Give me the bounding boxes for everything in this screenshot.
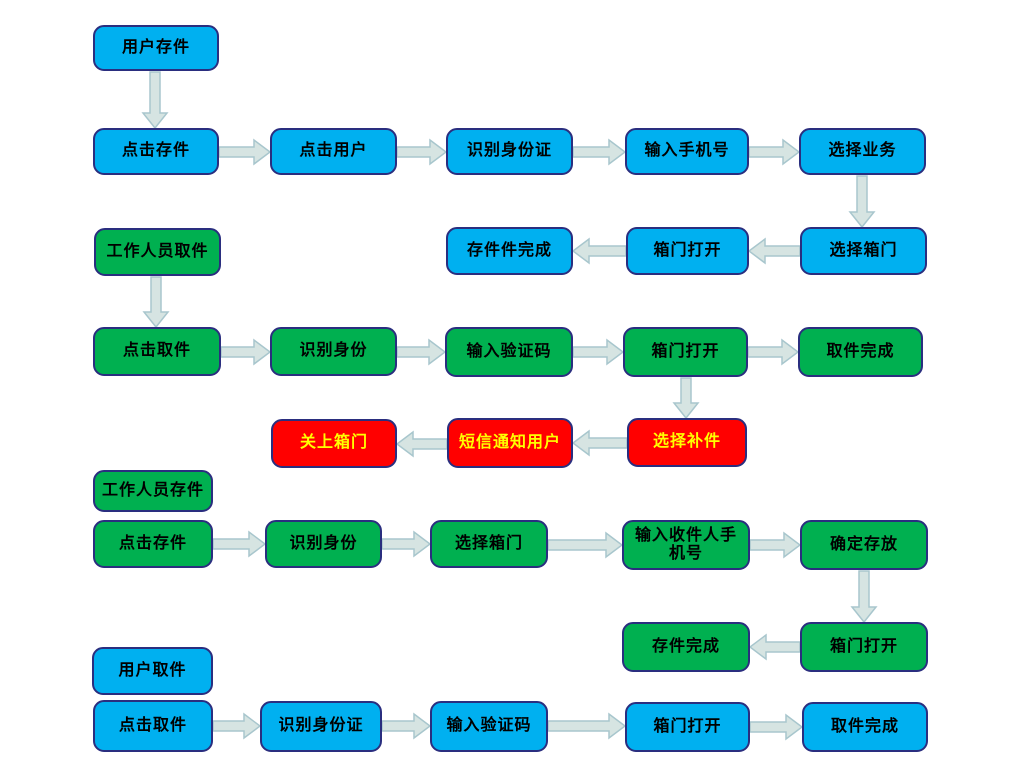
flow-node-s3-confirm-store: 确定存放 — [800, 520, 928, 570]
flow-node-s1-enter-phone: 输入手机号 — [625, 128, 749, 175]
flow-arrow-right — [218, 138, 272, 166]
flow-arrow-right — [547, 531, 624, 559]
flow-node-s2-close-door: 关上箱门 — [271, 419, 397, 468]
flow-node-s1-click-deposit: 点击存件 — [93, 128, 219, 175]
flow-node-s3-scan-id: 识别身份 — [265, 520, 382, 568]
flow-node-user-pickup-title: 用户取件 — [92, 647, 213, 695]
flow-arrow-down — [848, 175, 876, 229]
flow-node-s2-door-open: 箱门打开 — [623, 327, 748, 377]
flow-arrow-down — [672, 377, 700, 420]
flow-node-s4-door-open: 箱门打开 — [625, 702, 750, 752]
flow-node-s3-select-box: 选择箱门 — [430, 520, 548, 568]
flow-node-s3-door-open: 箱门打开 — [800, 622, 928, 672]
flow-arrow-right — [220, 338, 272, 366]
flow-arrow-left — [571, 237, 627, 265]
flow-arrow-left — [748, 633, 801, 661]
flow-arrow-right — [748, 138, 801, 166]
flow-arrow-right — [396, 138, 448, 166]
flow-node-user-deposit-title: 用户存件 — [93, 25, 219, 71]
flow-arrow-right — [749, 531, 802, 559]
flow-node-s1-door-open: 箱门打开 — [626, 227, 749, 275]
flow-node-s3-enter-recipient-phone: 输入收件人手机号 — [622, 520, 750, 570]
flow-node-s4-click-pickup: 点击取件 — [93, 700, 213, 752]
flow-arrow-down — [141, 71, 169, 130]
flow-node-s2-sms-notify-user: 短信通知用户 — [447, 418, 573, 468]
flow-node-s4-scan-id-card: 识别身份证 — [260, 701, 382, 752]
flow-arrow-right — [381, 712, 432, 740]
flow-arrow-right — [396, 338, 447, 366]
flow-node-s1-deposit-done: 存件件完成 — [446, 227, 573, 275]
flow-node-s1-select-box: 选择箱门 — [800, 227, 927, 275]
flow-node-s2-scan-id: 识别身份 — [270, 327, 397, 376]
flow-arrow-right — [747, 338, 800, 366]
flow-arrow-right — [547, 712, 627, 740]
flow-arrow-right — [212, 530, 267, 558]
flow-arrow-down — [850, 570, 878, 624]
flow-arrow-right — [749, 713, 804, 741]
flow-node-s2-enter-code: 输入验证码 — [445, 327, 573, 377]
flow-node-s2-pickup-done: 取件完成 — [798, 327, 923, 377]
flow-arrow-right — [212, 712, 262, 740]
flow-arrow-right — [572, 138, 627, 166]
flow-node-s3-deposit-done: 存件完成 — [622, 622, 750, 672]
flow-node-staff-pickup-title: 工作人员取件 — [94, 228, 221, 276]
flow-arrow-left — [395, 430, 448, 458]
flow-node-s2-click-pickup: 点击取件 — [93, 327, 221, 376]
flow-arrow-right — [381, 530, 432, 558]
flow-node-s4-enter-code: 输入验证码 — [430, 701, 548, 752]
flow-node-s1-scan-id-card: 识别身份证 — [446, 128, 573, 175]
flow-node-s1-select-service: 选择业务 — [799, 128, 926, 175]
flow-arrow-right — [572, 338, 625, 366]
flow-arrow-down — [142, 276, 170, 329]
flow-arrow-left — [571, 429, 628, 457]
flow-arrow-left — [747, 237, 801, 265]
flow-node-staff-deposit-title: 工作人员存件 — [93, 470, 213, 512]
flow-node-s3-click-deposit: 点击存件 — [93, 520, 213, 568]
flow-node-s4-pickup-done: 取件完成 — [802, 702, 928, 752]
flow-node-s1-click-user: 点击用户 — [270, 128, 397, 175]
flow-node-s2-select-refill: 选择补件 — [627, 418, 747, 467]
